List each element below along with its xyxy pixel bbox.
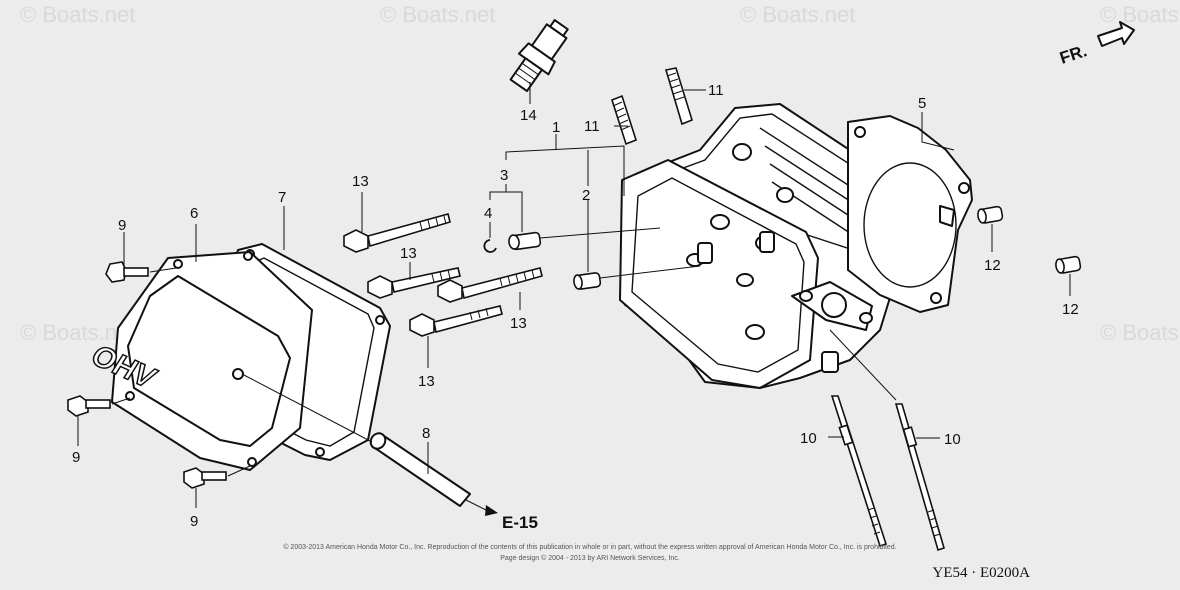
callout-1: 1 (552, 119, 560, 136)
head-stud[interactable] (664, 67, 693, 126)
exhaust-port (821, 292, 847, 318)
bolt-hole (736, 273, 754, 287)
head-gasket[interactable] (847, 115, 973, 313)
spark-plug-thread (509, 57, 543, 93)
head-cover-top (127, 275, 291, 447)
gasket-oil-passage (939, 205, 955, 227)
valve-chamber-inner (631, 177, 805, 373)
callout-13: 13 (418, 373, 435, 390)
bolt-hole (859, 312, 873, 324)
watermark: © Boats.net (1100, 320, 1180, 345)
callout-11: 11 (708, 82, 724, 99)
dowel-pin[interactable] (977, 205, 1004, 224)
callout-14: 14 (520, 107, 537, 124)
callout-10: 10 (944, 431, 961, 448)
diagram-code: YE54 · E0200A (933, 565, 1031, 581)
callout-13: 13 (510, 315, 527, 332)
callout-3: 3 (500, 167, 508, 184)
valve-guide-clip[interactable] (483, 239, 497, 253)
watermark: © Boats.net (740, 2, 855, 27)
gasket-hole (930, 292, 942, 304)
cover-bolt[interactable] (67, 395, 111, 417)
callout-5: 5 (918, 95, 926, 112)
watermark: © Boats.net (380, 2, 495, 27)
callout-7: 7 (278, 189, 286, 206)
push-rod[interactable] (830, 395, 888, 548)
push-rod[interactable] (894, 403, 945, 552)
spark-plug[interactable] (504, 14, 576, 104)
callout-9: 9 (118, 217, 126, 234)
head-stud[interactable] (611, 94, 637, 146)
callout-12: 12 (984, 257, 1001, 274)
reference-arrow-icon (485, 505, 498, 516)
cover-bolt[interactable] (183, 467, 227, 489)
push-rod-boss (821, 351, 839, 373)
callout-12: 12 (1062, 301, 1079, 318)
callout-8: 8 (422, 425, 430, 442)
callout-13: 13 (352, 173, 369, 190)
callout-6: 6 (190, 205, 198, 222)
breather-hole (232, 368, 244, 380)
callout-4: 4 (484, 205, 492, 222)
callout-13: 13 (400, 245, 417, 262)
cover-bolt[interactable] (105, 261, 149, 283)
bolt-hole (710, 214, 730, 230)
rocker-stud (759, 231, 775, 253)
head-bolt[interactable] (343, 213, 451, 253)
watermark: © Boats.net (1100, 2, 1180, 27)
bolt-hole (776, 187, 794, 203)
gasket-hole (854, 126, 866, 138)
front-direction-indicator: FR. (1057, 21, 1135, 68)
callout-9: 9 (72, 449, 80, 466)
breather-tube[interactable] (368, 430, 471, 507)
cylinder-head[interactable] (619, 103, 901, 389)
copyright-line: © 2003-2013 American Honda Motor Co., In… (283, 543, 896, 551)
rocker-stud (697, 242, 713, 264)
copyright-line: Page design © 2004 - 2013 by ARI Network… (500, 554, 680, 562)
bolt-hole (799, 290, 813, 302)
callout-10: 10 (800, 430, 817, 447)
valve-guide[interactable] (508, 231, 542, 251)
valve-chamber-flange (619, 159, 819, 389)
cylinder-head-fins (759, 127, 877, 251)
head-bolt[interactable] (409, 305, 503, 337)
reference-label: E-15 (502, 513, 538, 532)
gasket-hole (958, 182, 970, 194)
dowel-pin[interactable] (1055, 255, 1082, 274)
callout-11: 11 (584, 118, 600, 135)
bolt-hole (745, 324, 765, 340)
dowel-pin[interactable] (573, 272, 602, 290)
arrow-icon (1097, 21, 1135, 47)
head-bolt[interactable] (437, 267, 543, 303)
watermark: © Boats.net (20, 2, 135, 27)
direction-label: FR. (1057, 41, 1089, 68)
spark-plug-hex (517, 42, 556, 76)
callout-9: 9 (190, 513, 198, 530)
bolt-hole (732, 143, 752, 161)
head-bolt[interactable] (367, 267, 461, 299)
head-cover[interactable]: OHV (84, 251, 313, 471)
callout-2: 2 (582, 187, 590, 204)
head-gasket-outline (847, 115, 973, 313)
breather-tube-body (371, 435, 471, 507)
callout-1-bracket (505, 145, 625, 196)
head-gasket-bore (863, 162, 957, 288)
